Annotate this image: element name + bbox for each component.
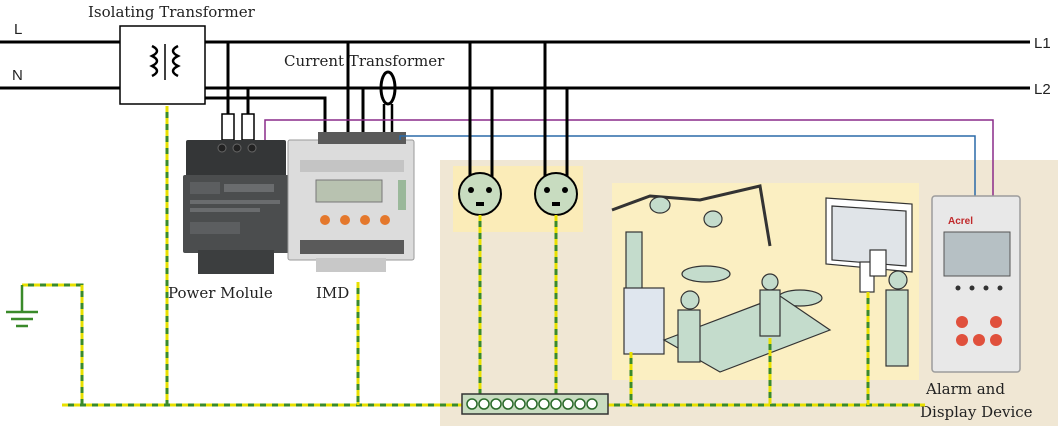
- fuse-right: [241, 113, 255, 141]
- fuse-left: [221, 113, 235, 141]
- alarm-screen: [943, 231, 1011, 277]
- label-imd: IMD: [316, 284, 349, 302]
- label-alarm-line2: Display Device: [920, 403, 1033, 421]
- imd-button: [320, 215, 330, 225]
- terminal-block-icon: [461, 393, 609, 415]
- alarm-led: [969, 285, 975, 291]
- alarm-button: [956, 334, 968, 346]
- label-n: N: [12, 67, 23, 84]
- signal-wire-blue: [399, 135, 976, 200]
- socket-icon: [534, 172, 578, 216]
- label-l: L: [14, 21, 22, 38]
- imd-device: IMD: [287, 132, 415, 302]
- imd-button: [380, 215, 390, 225]
- ground-wiring: [22, 106, 925, 407]
- label-l1: L1: [1034, 35, 1051, 52]
- current-transformer-ring-icon: [379, 70, 397, 106]
- socket-icon: [458, 172, 502, 216]
- operating-theatre-illustration: [611, 184, 913, 373]
- power-module: Power Molule: [168, 140, 289, 302]
- alarm-button: [990, 316, 1002, 328]
- ground-symbol-icon: [6, 285, 38, 328]
- current-transformer: Current Transformer: [284, 52, 445, 140]
- alarm-led: [955, 285, 961, 291]
- label-power-module: Power Molule: [168, 284, 273, 302]
- alarm-button: [990, 334, 1002, 346]
- signal-wire-purple: [264, 119, 994, 200]
- alarm-button: [956, 316, 968, 328]
- imd-screen: [315, 179, 383, 203]
- isolating-transformer: Isolating Transformer: [88, 3, 256, 105]
- imd-button: [340, 215, 350, 225]
- label-alarm-line1: Alarm and: [925, 380, 1005, 398]
- label-current-transformer: Current Transformer: [284, 52, 445, 70]
- alarm-led: [997, 285, 1003, 291]
- alarm-display-device: Acrel Alarm and Display Device: [920, 195, 1033, 421]
- alarm-led: [983, 285, 989, 291]
- alarm-button: [973, 334, 985, 346]
- label-isolating-transformer: Isolating Transformer: [88, 3, 256, 21]
- alarm-brand-logo: Acrel: [948, 216, 973, 227]
- label-l2: L2: [1034, 81, 1051, 98]
- imd-button: [360, 215, 370, 225]
- transformer-coil-icon: [149, 44, 181, 80]
